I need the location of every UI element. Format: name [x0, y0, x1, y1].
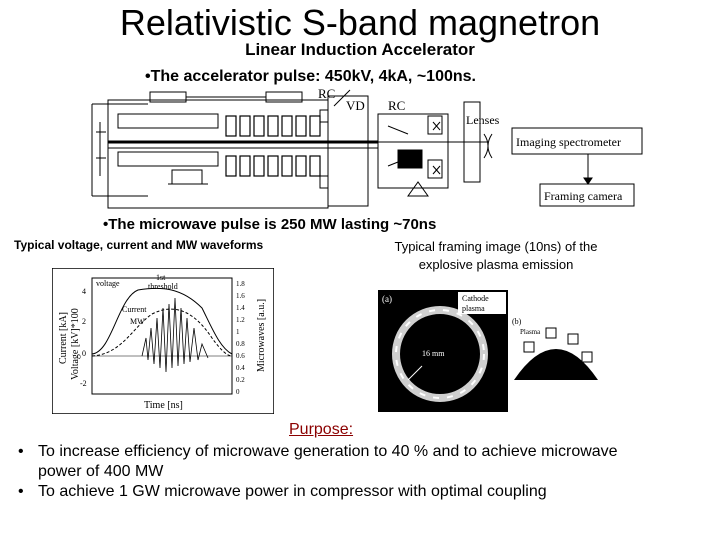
right-tick: 1.2: [236, 316, 245, 324]
accelerator-schematic: RC VD RC Lenses Imaging spectrometer Fra…: [91, 86, 643, 209]
framing-dia-label: 16 mm: [422, 349, 445, 358]
waveforms-ylabel-voltage: Voltage [kV]*100: [70, 308, 81, 380]
purpose-list: To increase efficiency of microwave gene…: [18, 442, 658, 502]
slide-title: Relativistic S-band magnetron: [119, 2, 601, 43]
purpose-heading: Purpose:: [289, 421, 354, 438]
schematic-rc-mid: RC: [388, 98, 405, 113]
right-tick: 1.8: [236, 280, 245, 288]
legend-current: Current: [122, 305, 147, 314]
legend-mw: MW: [130, 317, 145, 326]
waveforms-caption: Typical voltage, current and MW waveform…: [14, 238, 264, 252]
framing-caption: Typical framing image (10ns) of the expl…: [394, 239, 598, 272]
left-tick: 4: [82, 287, 86, 296]
right-tick: 0.6: [236, 352, 245, 360]
mw-trace: [141, 297, 209, 373]
right-tick: 1.6: [236, 292, 245, 300]
waveforms-xlabel: Time [ns]: [144, 400, 183, 411]
right-tick: 1.4: [236, 304, 245, 312]
framing-plasma-label: plasma: [462, 304, 485, 313]
right-tick: 0.4: [236, 364, 245, 372]
slide-subtitle: Linear Induction Accelerator: [245, 40, 475, 59]
microwave-pulse-bullet: •The microwave pulse is 250 MW lasting ~…: [103, 216, 437, 233]
left-tick: 2: [82, 317, 86, 326]
schematic-lenses: Lenses: [466, 113, 500, 127]
purpose-item: To achieve 1 GW microwave power in compr…: [18, 482, 658, 502]
legend-threshold: threshold: [148, 282, 178, 291]
left-tick: -2: [80, 379, 87, 388]
voltage-trace: [91, 287, 233, 355]
legend-voltage: voltage: [96, 279, 120, 288]
right-tick: 1: [236, 328, 240, 336]
framing-label-b: (b): [512, 317, 522, 326]
framing-plasma-b-label: Plasma: [520, 328, 541, 336]
legend-1st: 1st: [156, 273, 166, 282]
framing-label-a: (a): [382, 294, 392, 304]
right-tick: 0.8: [236, 340, 245, 348]
right-tick: 0: [236, 388, 240, 396]
schematic-imaging-spectrometer: Imaging spectrometer: [516, 135, 621, 149]
waveforms-ylabel-current: Current [kA]: [58, 312, 69, 364]
schematic-vd: VD: [346, 98, 365, 113]
framing-cathode-label: Cathode: [462, 294, 489, 303]
purpose-item: To increase efficiency of microwave gene…: [18, 442, 658, 482]
schematic-rc-top: RC: [318, 86, 335, 101]
framing-image-a: 16 mm (a) Cathode plasma: [378, 290, 508, 412]
left-tick: 0: [82, 349, 86, 358]
framing-image-b: (b) Plasma: [510, 314, 602, 382]
accelerator-pulse-bullet: •The accelerator pulse: 450kV, 4kA, ~100…: [145, 68, 476, 85]
waveforms-plot: Current [kA] Voltage [kV]*100 Microwaves…: [52, 268, 274, 414]
right-tick: 0.2: [236, 376, 245, 384]
waveforms-ylabel-microwaves: Microwaves [a.u.]: [256, 299, 267, 372]
schematic-framing-camera: Framing camera: [544, 189, 623, 203]
